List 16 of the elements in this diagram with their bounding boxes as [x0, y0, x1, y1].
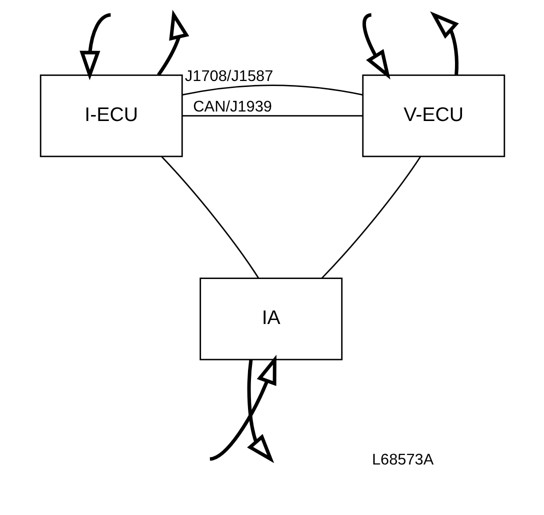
arrow — [362, 13, 390, 80]
node-box: V-ECU — [362, 74, 505, 158]
node-box: IA — [199, 278, 342, 360]
label: L68573A — [371, 451, 434, 468]
arrow — [209, 354, 276, 461]
edge-label: J1708/J1587 — [184, 68, 273, 85]
connector — [320, 156, 420, 279]
arrow — [79, 13, 110, 80]
connector — [182, 115, 362, 116]
connector — [182, 84, 362, 96]
arrow — [156, 10, 189, 76]
node-box: I-ECU — [39, 74, 182, 158]
arrow — [430, 11, 458, 75]
edge-label: CAN/J1939 — [192, 98, 272, 116]
arrow — [246, 360, 274, 464]
connector — [160, 156, 259, 278]
